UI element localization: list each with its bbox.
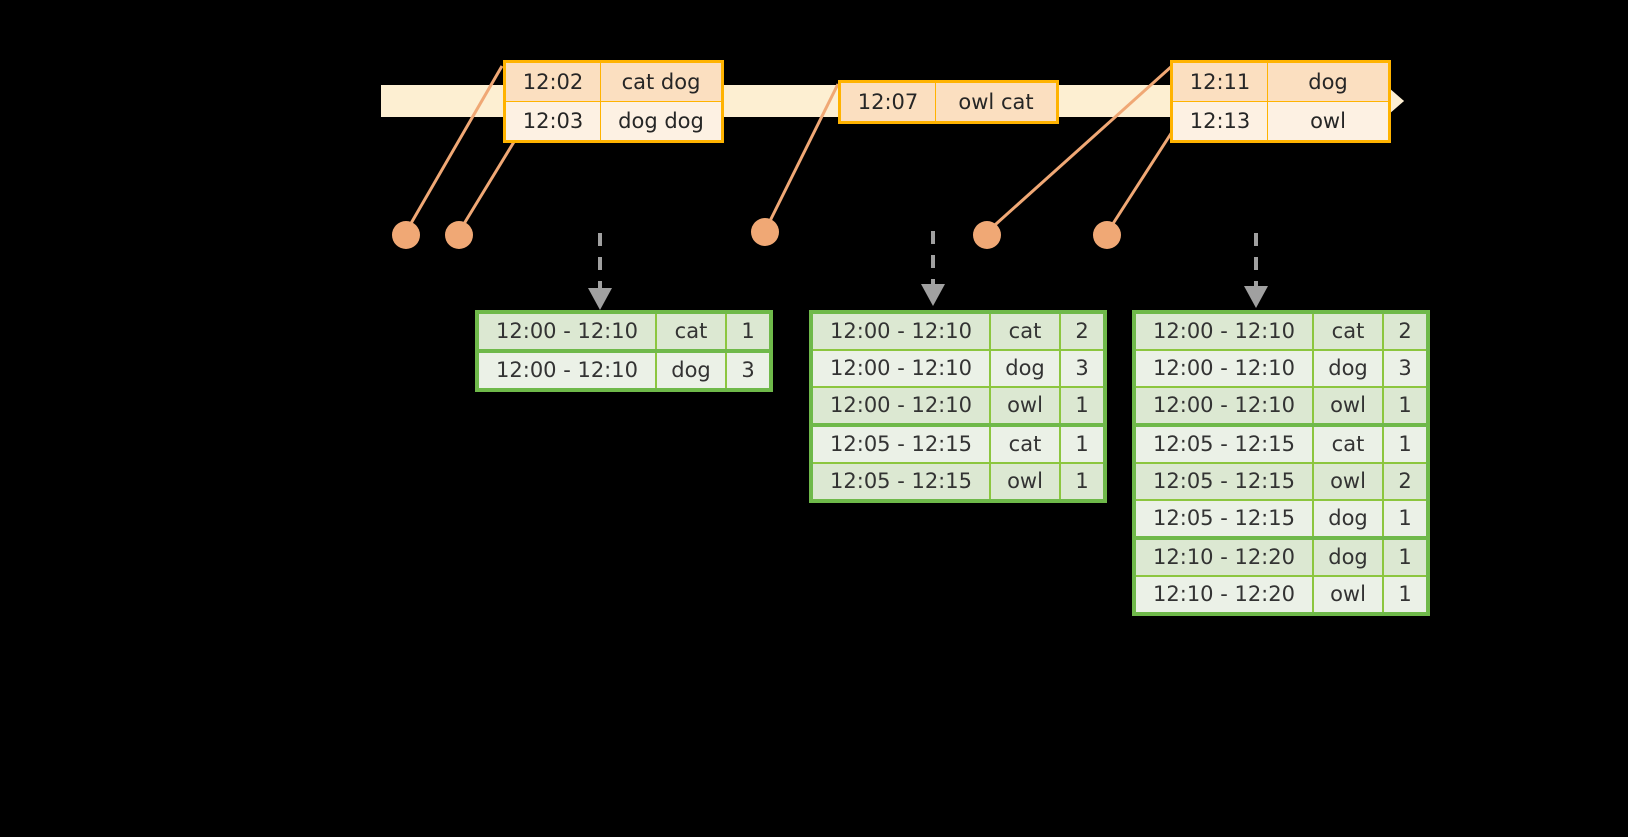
word-cell: dog	[1312, 499, 1384, 540]
table-row[interactable]: 12:05 - 12:15 owl 1	[810, 462, 1106, 502]
connector-line-1	[404, 65, 504, 233]
connector-line-2	[457, 131, 522, 233]
count-cell: 1	[1382, 386, 1429, 427]
result-table-3[interactable]: 12:00 - 12:10 cat 2 12:00 - 12:10 dog 3 …	[1132, 310, 1430, 616]
table-row[interactable]: 12:00 - 12:10 dog 3	[1133, 349, 1429, 388]
table-row[interactable]: 12:10 - 12:20 owl 1	[1133, 575, 1429, 615]
window-cell: 12:00 - 12:10	[1133, 311, 1314, 351]
event-box-2[interactable]: 12:07 owl cat	[838, 80, 1059, 124]
count-cell: 2	[1382, 311, 1429, 351]
word-cell: owl	[1312, 575, 1384, 615]
window-cell: 12:00 - 12:10	[1133, 349, 1314, 388]
word-cell: owl	[989, 462, 1061, 502]
table-row[interactable]: 12:00 - 12:10 cat 2	[1133, 311, 1429, 351]
event-box-3[interactable]: 12:11 dog 12:13 owl	[1170, 60, 1391, 143]
event-row[interactable]: 12:02 cat dog	[504, 61, 723, 102]
event-time: 12:07	[839, 81, 936, 123]
table-row[interactable]: 12:00 - 12:10 dog 3	[476, 350, 772, 391]
word-cell: dog	[1312, 537, 1384, 577]
word-cell: dog	[655, 350, 727, 391]
event-row[interactable]: 12:07 owl cat	[839, 81, 1058, 123]
event-words: owl cat	[935, 81, 1058, 123]
count-cell: 1	[1382, 537, 1429, 577]
event-row[interactable]: 12:11 dog	[1171, 61, 1390, 102]
window-cell: 12:05 - 12:15	[810, 424, 991, 464]
table-row[interactable]: 12:05 - 12:15 owl 2	[1133, 462, 1429, 501]
emit-arrow-heads	[588, 284, 1268, 310]
event-words: owl	[1267, 101, 1390, 142]
table-row[interactable]: 12:05 - 12:15 cat 1	[810, 424, 1106, 464]
event-words: dog	[1267, 61, 1390, 102]
result-table-1[interactable]: 12:00 - 12:10 cat 1 12:00 - 12:10 dog 3	[475, 310, 773, 392]
table-row[interactable]: 12:00 - 12:10 owl 1	[810, 386, 1106, 427]
table-row[interactable]: 12:00 - 12:10 dog 3	[810, 349, 1106, 388]
count-cell: 2	[1382, 462, 1429, 501]
window-cell: 12:00 - 12:10	[810, 386, 991, 427]
count-cell: 3	[1382, 349, 1429, 388]
connector-dot-1	[392, 221, 420, 249]
count-cell: 1	[1382, 499, 1429, 540]
table-row[interactable]: 12:05 - 12:15 dog 1	[1133, 499, 1429, 540]
word-cell: owl	[1312, 462, 1384, 501]
event-time: 12:02	[504, 61, 601, 102]
word-cell: cat	[1312, 311, 1384, 351]
word-cell: cat	[655, 311, 727, 353]
window-cell: 12:10 - 12:20	[1133, 537, 1314, 577]
connector-dot-2	[445, 221, 473, 249]
result-table-2[interactable]: 12:00 - 12:10 cat 2 12:00 - 12:10 dog 3 …	[809, 310, 1107, 503]
window-cell: 12:00 - 12:10	[476, 311, 657, 353]
table-row[interactable]: 12:00 - 12:10 owl 1	[1133, 386, 1429, 427]
word-cell: owl	[1312, 386, 1384, 427]
word-cell: cat	[989, 311, 1061, 351]
count-cell: 3	[725, 350, 772, 391]
emit-arrow-head-3	[1244, 286, 1268, 308]
count-cell: 1	[1059, 386, 1106, 427]
connector-line-5	[1105, 131, 1174, 234]
event-time: 12:11	[1171, 61, 1268, 102]
count-cell: 1	[725, 311, 772, 353]
table-row[interactable]: 12:10 - 12:20 dog 1	[1133, 537, 1429, 577]
event-row[interactable]: 12:03 dog dog	[504, 101, 723, 142]
word-cell: dog	[989, 349, 1061, 388]
count-cell: 1	[1382, 424, 1429, 464]
word-cell: cat	[1312, 424, 1384, 464]
event-words: dog dog	[600, 101, 723, 142]
window-cell: 12:05 - 12:15	[810, 462, 991, 502]
window-cell: 12:10 - 12:20	[1133, 575, 1314, 615]
event-words: cat dog	[600, 61, 723, 102]
count-cell: 1	[1059, 462, 1106, 502]
emit-arrow-head-2	[921, 284, 945, 306]
word-cell: owl	[989, 386, 1061, 427]
table-row[interactable]: 12:00 - 12:10 cat 2	[810, 311, 1106, 351]
connector-dot-5	[1093, 221, 1121, 249]
connector-dots	[392, 218, 1121, 249]
connector-line-3	[763, 83, 840, 232]
emit-arrows	[598, 231, 1258, 288]
window-cell: 12:00 - 12:10	[476, 350, 657, 391]
count-cell: 1	[1059, 424, 1106, 464]
count-cell: 3	[1059, 349, 1106, 388]
emit-arrow-head-1	[588, 288, 612, 310]
word-cell: dog	[1312, 349, 1384, 388]
event-time: 12:13	[1171, 101, 1268, 142]
event-row[interactable]: 12:13 owl	[1171, 101, 1390, 142]
window-cell: 12:00 - 12:10	[810, 311, 991, 351]
window-cell: 12:00 - 12:10	[1133, 386, 1314, 427]
connector-dot-4	[973, 221, 1001, 249]
word-cell: cat	[989, 424, 1061, 464]
window-cell: 12:05 - 12:15	[1133, 424, 1314, 464]
window-cell: 12:05 - 12:15	[1133, 499, 1314, 540]
table-row[interactable]: 12:05 - 12:15 cat 1	[1133, 424, 1429, 464]
window-cell: 12:05 - 12:15	[1133, 462, 1314, 501]
table-row[interactable]: 12:00 - 12:10 cat 1	[476, 311, 772, 353]
event-time: 12:03	[504, 101, 601, 142]
event-box-1[interactable]: 12:02 cat dog 12:03 dog dog	[503, 60, 724, 143]
count-cell: 2	[1059, 311, 1106, 351]
connector-dot-3	[751, 218, 779, 246]
count-cell: 1	[1382, 575, 1429, 615]
window-cell: 12:00 - 12:10	[810, 349, 991, 388]
